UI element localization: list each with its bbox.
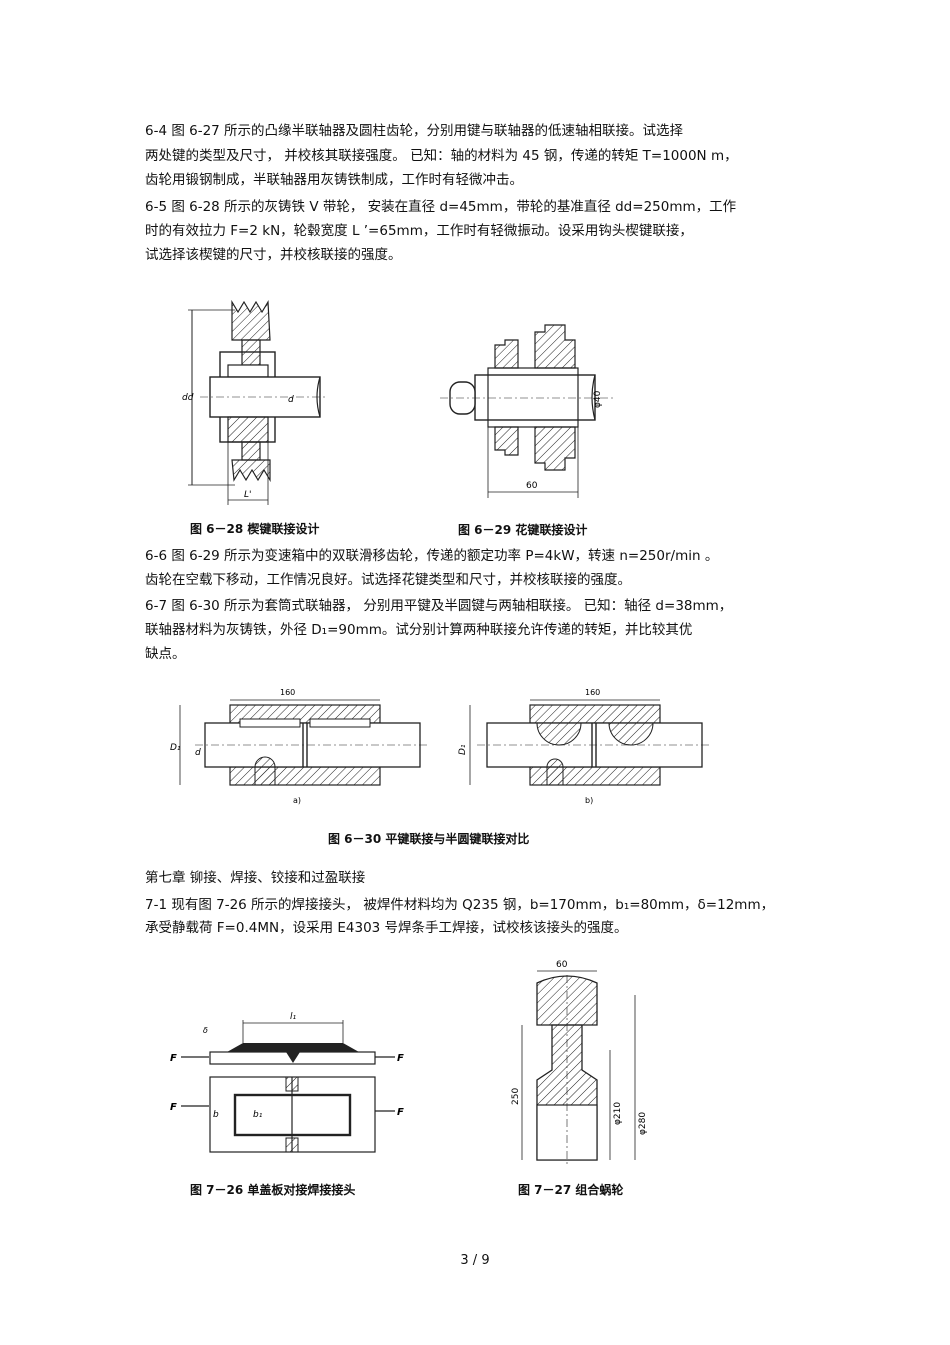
dim-phi280: φ280 bbox=[638, 1112, 648, 1135]
force-F-left: F bbox=[170, 1053, 177, 1064]
svg-text:D₁: D₁ bbox=[458, 744, 468, 755]
svg-text:F: F bbox=[170, 1102, 177, 1113]
p67-line1: 6-7 图 6-30 所示为套筒式联轴器， 分别用平键及半圆键与两轴相联接。 已… bbox=[145, 598, 733, 614]
p65-line2: 时的有效拉力 F=2 kN，轮毂宽度 L ’=65mm，工作时有轻微振动。设采用… bbox=[145, 223, 693, 239]
p67-line3: 缺点。 bbox=[145, 646, 186, 662]
caption-6-30: 图 6－30 平键联接与半圆键联接对比 bbox=[328, 832, 530, 846]
figure-7-27: 60 250 φ210 φ280 bbox=[511, 960, 648, 1165]
caption-6-28: 图 6－28 楔键联接设计 bbox=[190, 522, 320, 536]
label-b: b bbox=[213, 1110, 219, 1120]
caption-6-29: 图 6－29 花键联接设计 bbox=[458, 523, 588, 537]
label-dd: dd bbox=[182, 393, 194, 403]
caption-7-27: 图 7－27 组合蜗轮 bbox=[518, 1183, 624, 1197]
page-number: 3 / 9 bbox=[460, 1253, 490, 1268]
label-D1: D₁ bbox=[170, 743, 181, 753]
p64-line1: 6-4 图 6-27 所示的凸缘半联轴器及圆柱齿轮，分别用键与联轴器的低速轴相联… bbox=[145, 123, 684, 139]
label-delta: δ bbox=[203, 1026, 208, 1035]
dim-60: 60 bbox=[526, 481, 538, 491]
label-d-30: d bbox=[195, 748, 201, 758]
figure-6-28: dd d L' bbox=[182, 299, 328, 505]
p66-line2: 齿轮在空载下移动，工作情况良好。试选择花键类型和尺寸，并校核联接的强度。 bbox=[145, 572, 631, 588]
dim-250: 250 bbox=[511, 1088, 521, 1105]
figure-6-30: 160 D₁ d a) 160 D₁ b) bbox=[170, 688, 712, 805]
p65-line3: 试选择该楔键的尺寸，并校核联接的强度。 bbox=[145, 247, 402, 263]
label-d: d bbox=[288, 395, 294, 405]
svg-text:F: F bbox=[397, 1107, 404, 1118]
p65-line1: 6-5 图 6-28 所示的灰铸铁 V 带轮， 安装在直径 d=45mm，带轮的… bbox=[145, 199, 737, 215]
p64-line3: 齿轮用锻钢制成，半联轴器用灰铸铁制成，工作时有轻微冲击。 bbox=[145, 172, 523, 188]
p67-line2: 联轴器材料为灰铸铁，外径 D₁=90mm。试分别计算两种联接允许传递的转矩，并比… bbox=[145, 622, 693, 638]
p66-line1: 6-6 图 6-29 所示为变速箱中的双联滑移齿轮，传递的额定功率 P=4kW，… bbox=[145, 548, 719, 564]
force-F-right: F bbox=[397, 1053, 404, 1064]
label-b1: b₁ bbox=[253, 1110, 263, 1120]
dim-phi210: φ210 bbox=[613, 1102, 623, 1125]
dim-160-b: 160 bbox=[585, 688, 600, 697]
chapter-7-heading: 第七章 铆接、焊接、铰接和过盈联接 bbox=[145, 870, 366, 886]
label-l1: l₁ bbox=[290, 1012, 297, 1022]
figure-6-29: φ40 60 bbox=[440, 324, 615, 498]
label-b: b) bbox=[585, 796, 593, 805]
p71-line1: 7-1 现有图 7-26 所示的焊接接头， 被焊件材料均为 Q235 钢，b=1… bbox=[145, 897, 775, 913]
dim-160-a: 160 bbox=[280, 688, 295, 697]
caption-7-26: 图 7－26 单盖板对接焊接接头 bbox=[190, 1183, 356, 1197]
p71-line2: 承受静载荷 F=0.4MN，设采用 E4303 号焊条手工焊接，试校核该接头的强… bbox=[145, 920, 628, 936]
label-a: a) bbox=[293, 796, 301, 805]
figure-7-26: l₁ δ F F F F b b₁ bbox=[170, 1012, 404, 1153]
p64-line2: 两处键的类型及尺寸， 并校核其联接强度。 已知：轴的材料为 45 钢，传递的转矩… bbox=[145, 148, 738, 164]
dim-phi40: φ40 bbox=[593, 390, 603, 408]
dim-60-727: 60 bbox=[556, 960, 568, 970]
label-L: L' bbox=[244, 490, 252, 500]
